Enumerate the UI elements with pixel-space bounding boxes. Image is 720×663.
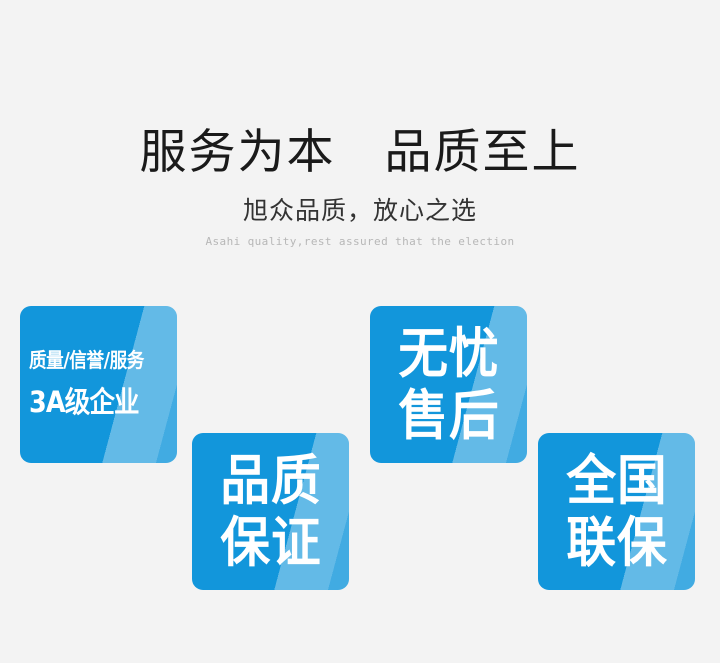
- subtitle-chinese: 旭众品质，放心之选: [242, 196, 477, 225]
- badge-line-2: 联保: [565, 510, 668, 574]
- badge-line-1: 无忧: [397, 321, 500, 385]
- badge-content: 全国 联保: [538, 433, 695, 590]
- heading-block: 服务为本 品质至上 旭众品质，放心之选 Asahi quality,rest a…: [0, 124, 720, 249]
- badge-content: 无忧 售后: [370, 306, 527, 463]
- subtitle-english: Asahi quality,rest assured that the elec…: [205, 235, 515, 248]
- badge-subtext: 质量/信誉/服务: [29, 348, 144, 372]
- badge-line-2: 保证: [219, 510, 322, 574]
- badge-worry-free-after-sales: 无忧 售后: [370, 306, 527, 463]
- badge-line-1: 品质: [219, 448, 322, 512]
- badge-3a-enterprise: 质量/信誉/服务 3A级企业: [20, 306, 177, 463]
- badge-maintext: 3A级企业: [29, 385, 140, 419]
- badge-content: 品质 保证: [192, 433, 349, 590]
- page-title: 服务为本 品质至上: [139, 125, 581, 180]
- badge-nationwide-warranty: 全国 联保: [538, 433, 695, 590]
- badge-content: 质量/信誉/服务 3A级企业: [20, 306, 177, 463]
- badge-line-1: 全国: [565, 448, 668, 512]
- badge-line-2: 售后: [397, 383, 500, 447]
- badge-quality-guarantee: 品质 保证: [192, 433, 349, 590]
